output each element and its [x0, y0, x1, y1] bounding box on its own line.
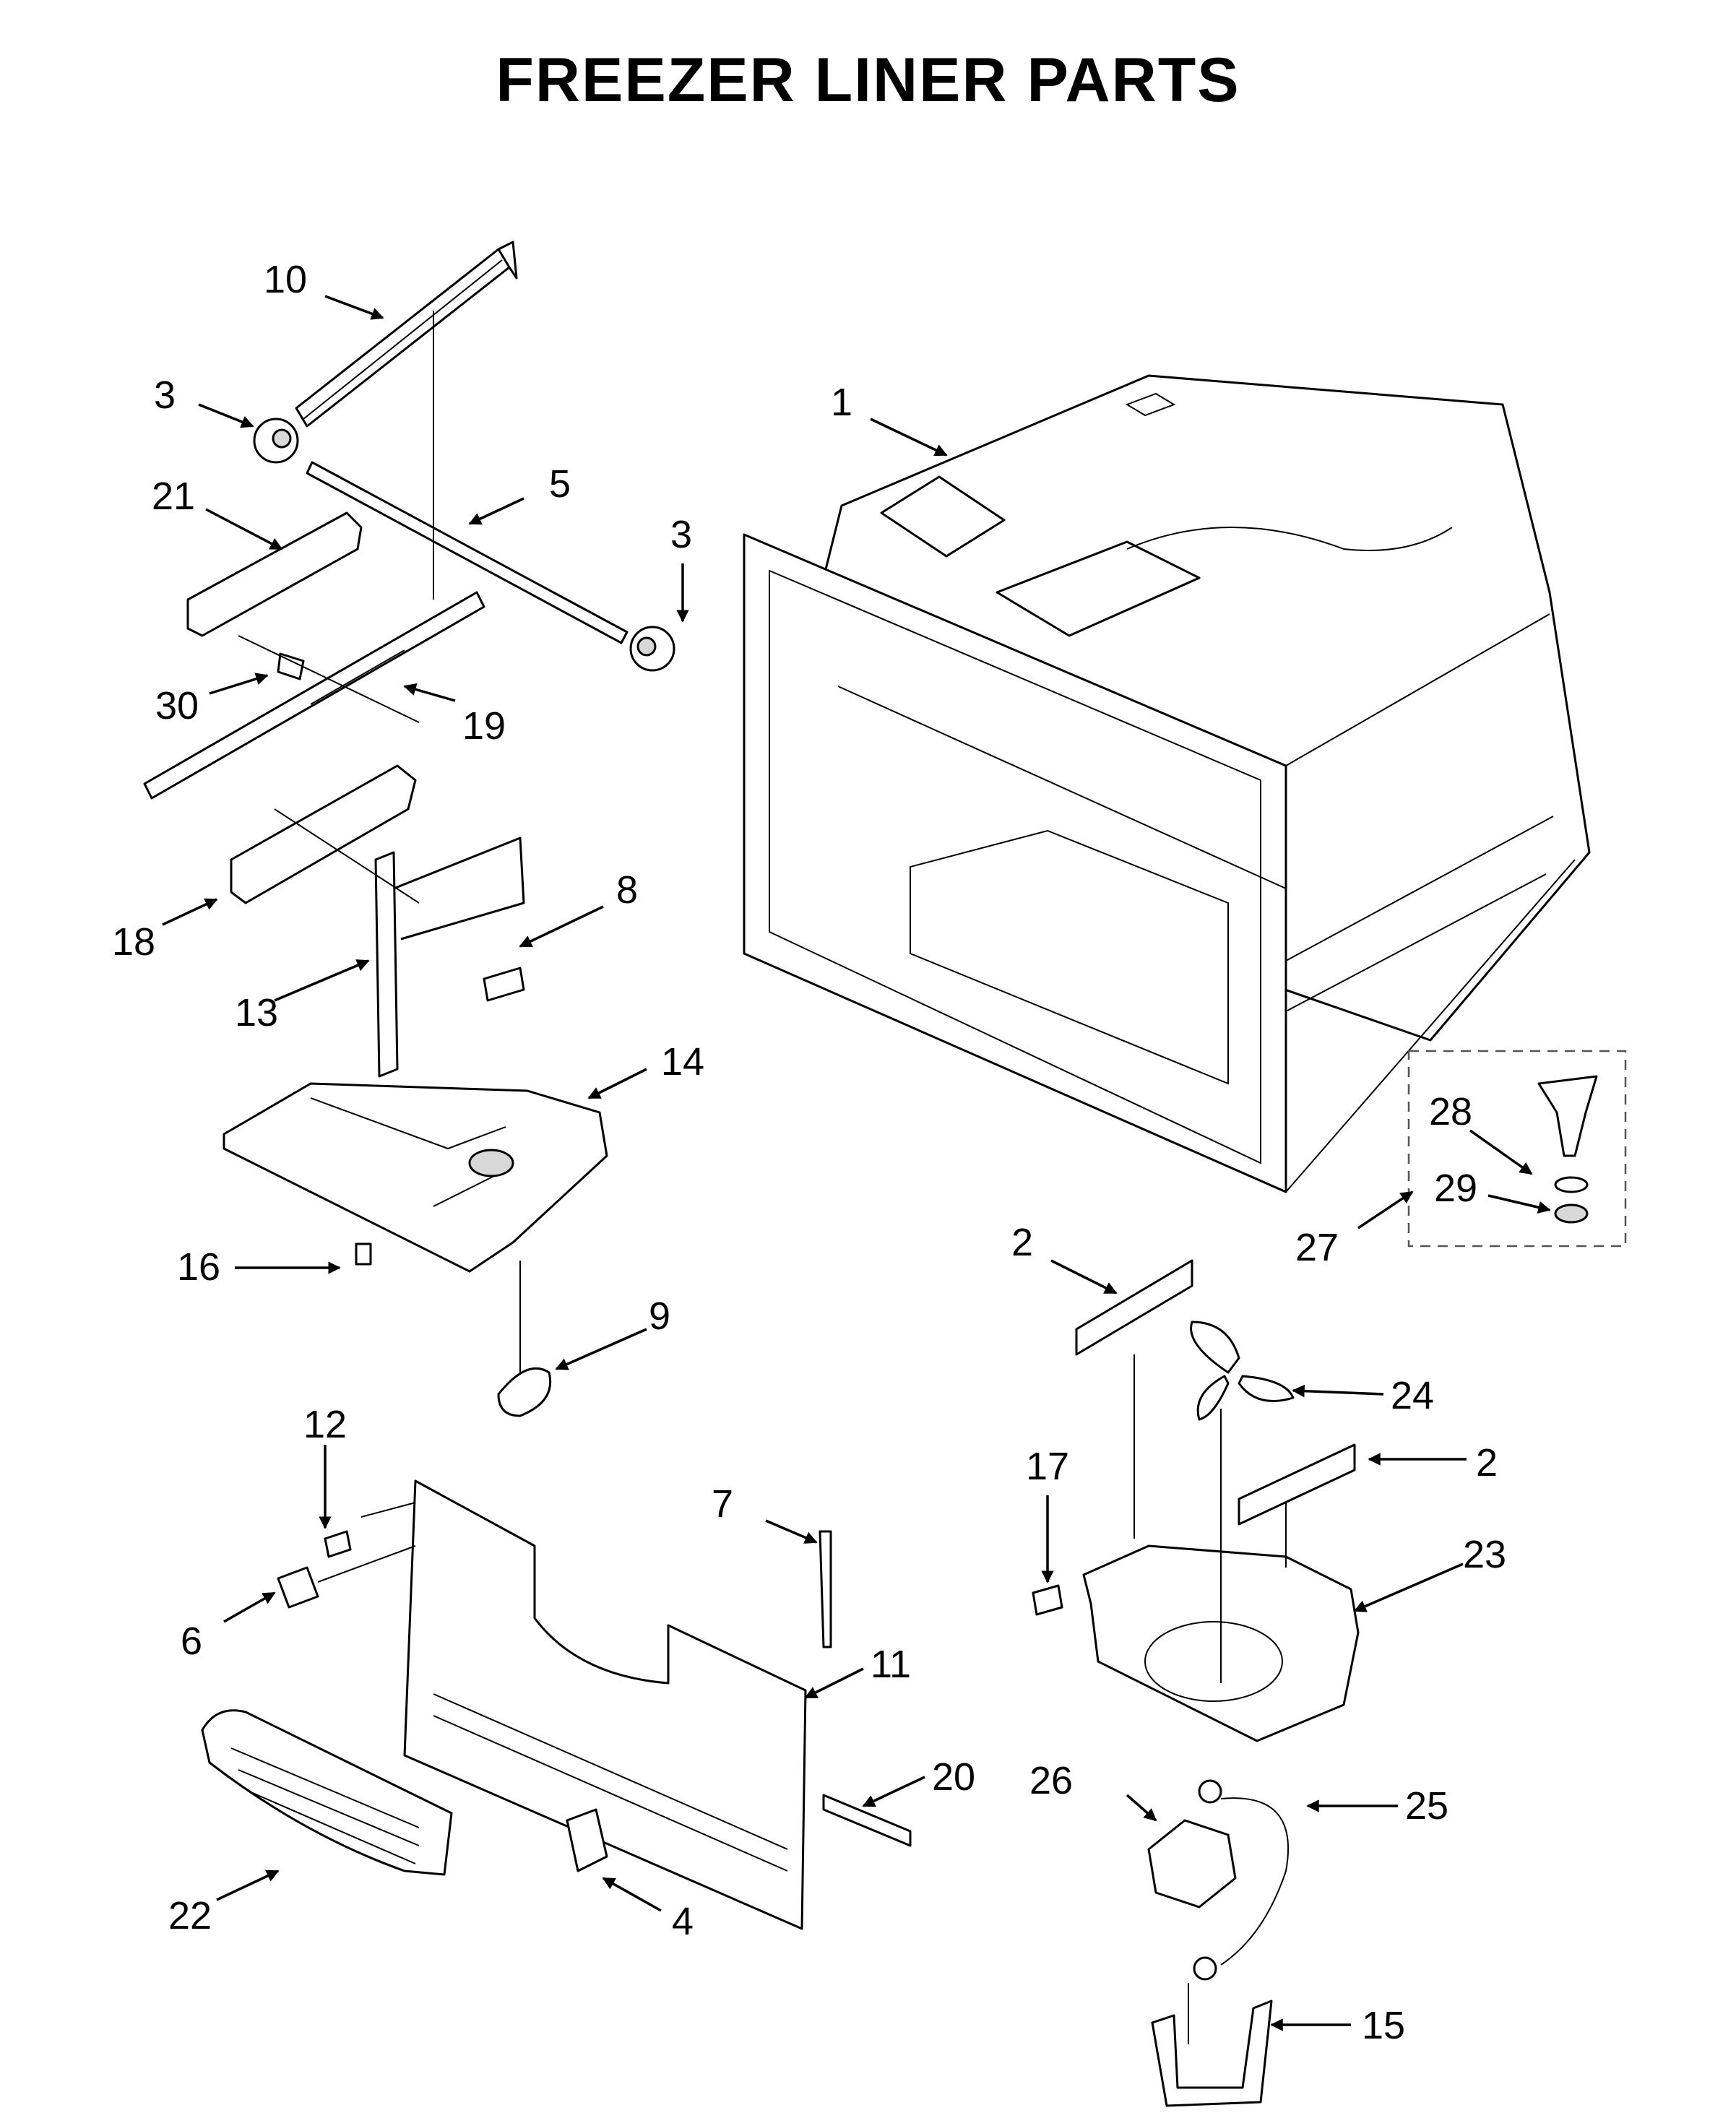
- motor-bracket: [1151, 2000, 1273, 2107]
- foam-strip: [822, 1794, 912, 1847]
- screw-17: [1032, 1584, 1063, 1616]
- callout-14: 14: [661, 1040, 704, 1084]
- callout-2: 2: [1011, 1221, 1033, 1264]
- bracket-lower: [230, 764, 417, 904]
- slide: [143, 591, 485, 800]
- pin: [483, 967, 525, 1002]
- mount-bracket: [374, 837, 525, 1078]
- fan-motor: [1147, 1819, 1237, 1909]
- connector-upper: [1198, 1779, 1222, 1804]
- callout-25: 25: [1405, 1784, 1448, 1828]
- connector-lower: [1193, 1956, 1217, 1981]
- callout-23: 23: [1463, 1533, 1506, 1576]
- evaporator-cover: [403, 1479, 807, 1930]
- kit-box: [1407, 1050, 1627, 1248]
- callout-11: 11: [871, 1643, 911, 1686]
- screw-12: [324, 1530, 352, 1558]
- callout-15: 15: [1362, 2004, 1405, 2047]
- callout-9: 9: [649, 1294, 670, 1338]
- callout-28: 28: [1429, 1090, 1472, 1133]
- callout-19: 19: [462, 704, 506, 748]
- thermistor-clip: [277, 1566, 319, 1609]
- callout-17: 17: [1026, 1445, 1069, 1488]
- insulation-pad-upper: [1075, 1259, 1193, 1356]
- clip: [355, 1242, 372, 1266]
- air-tower: [223, 1082, 608, 1273]
- callout-27: 27: [1295, 1226, 1339, 1269]
- callout-12: 12: [303, 1403, 347, 1446]
- fan-blade: [1190, 1320, 1295, 1421]
- callout-16: 16: [177, 1245, 220, 1289]
- o-ring: [1554, 1176, 1589, 1193]
- callout-22: 22: [168, 1894, 212, 1937]
- callout-10: 10: [264, 258, 307, 301]
- callout-21: 21: [152, 475, 195, 518]
- sensor: [566, 1808, 608, 1872]
- probe: [819, 1530, 832, 1648]
- callout-7: 7: [712, 1482, 733, 1526]
- callout-3: 3: [670, 513, 692, 556]
- diagram-title: FREEZER LINER PARTS: [496, 46, 1240, 115]
- callout-2: 2: [1476, 1441, 1498, 1484]
- callout-1: 1: [831, 381, 852, 424]
- assembly-guides: [238, 311, 1287, 2044]
- drain-trap: [1537, 1075, 1598, 1157]
- callout-20: 20: [932, 1755, 975, 1799]
- callout-29: 29: [1434, 1167, 1477, 1210]
- insulation-pad-lower: [1238, 1443, 1356, 1526]
- wire-harness: [1220, 1797, 1290, 1966]
- leader-lines: [162, 295, 1551, 2031]
- gear-right: [629, 626, 675, 672]
- callout-24: 24: [1391, 1374, 1434, 1417]
- callout-labels: 10 3 21 5 3 1 30 19 8 18 13 14 16 9 28 2…: [112, 258, 1506, 2047]
- callout-8: 8: [616, 868, 638, 912]
- screw: [277, 652, 305, 680]
- callout-30: 30: [155, 684, 199, 727]
- freezer-liner: [743, 374, 1591, 1193]
- callout-6: 6: [181, 1620, 202, 1663]
- gear-left: [253, 418, 299, 464]
- damper: [497, 1367, 552, 1417]
- callout-3: 3: [154, 373, 176, 417]
- callout-26: 26: [1029, 1759, 1073, 1802]
- callout-18: 18: [112, 920, 155, 964]
- callout-13: 13: [235, 991, 278, 1034]
- callout-5: 5: [549, 462, 571, 506]
- washer: [1554, 1203, 1589, 1224]
- bracket-upper: [186, 511, 363, 637]
- callout-4: 4: [672, 1900, 694, 1943]
- shaft: [306, 461, 629, 644]
